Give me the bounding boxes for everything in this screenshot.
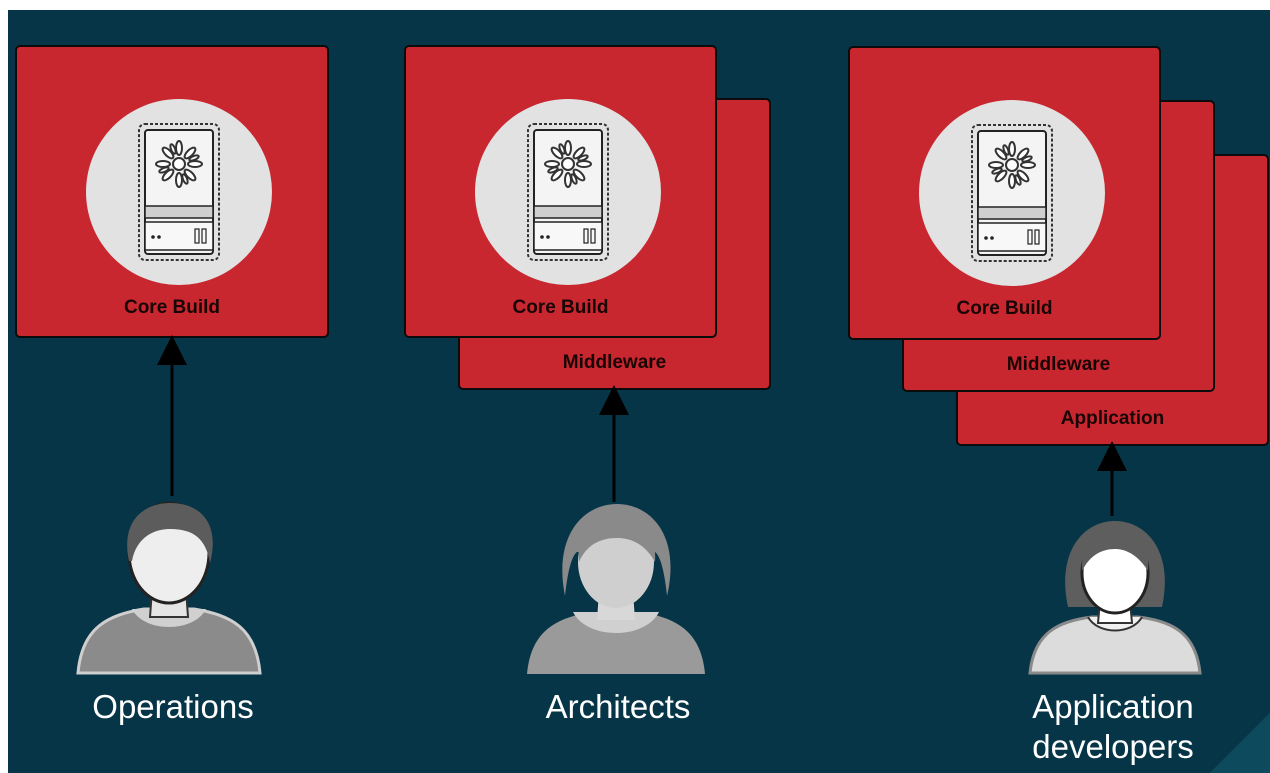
persona-caption-line: developers bbox=[1032, 728, 1194, 765]
core-build-disc bbox=[919, 100, 1105, 286]
core-build-label: Core Build bbox=[123, 297, 221, 318]
core-build-card: Core Build bbox=[848, 46, 1161, 340]
server-gear-icon bbox=[527, 123, 609, 261]
persona-caption-line: Architects bbox=[545, 688, 691, 725]
core-build-card: Core Build bbox=[15, 45, 329, 338]
person-icon bbox=[527, 504, 705, 674]
corner-accent bbox=[1210, 713, 1270, 773]
arrows-layer bbox=[157, 335, 1127, 516]
middleware-label: Middleware bbox=[1006, 354, 1111, 375]
core-build-card: Core Build bbox=[404, 45, 717, 338]
application-label: Application bbox=[1060, 408, 1165, 429]
core-build-label: Core Build bbox=[956, 298, 1053, 319]
person-icon bbox=[1028, 521, 1202, 675]
persona-caption-architects: Architects bbox=[493, 687, 743, 727]
persona-caption-line: Application bbox=[1032, 688, 1194, 725]
persona-caption-operations: Operations bbox=[48, 687, 298, 727]
diagram-canvas: Core Build Middleware bbox=[8, 10, 1270, 773]
server-gear-icon bbox=[971, 124, 1053, 262]
person-icon bbox=[76, 501, 262, 675]
server-gear-icon bbox=[138, 123, 220, 261]
core-build-disc bbox=[86, 99, 272, 285]
persona-caption-application-developers: Application developers bbox=[988, 687, 1238, 767]
middleware-label: Middleware bbox=[562, 352, 667, 373]
persona-caption-line: Operations bbox=[92, 688, 254, 725]
core-build-label: Core Build bbox=[512, 297, 609, 318]
core-build-disc bbox=[475, 99, 661, 285]
